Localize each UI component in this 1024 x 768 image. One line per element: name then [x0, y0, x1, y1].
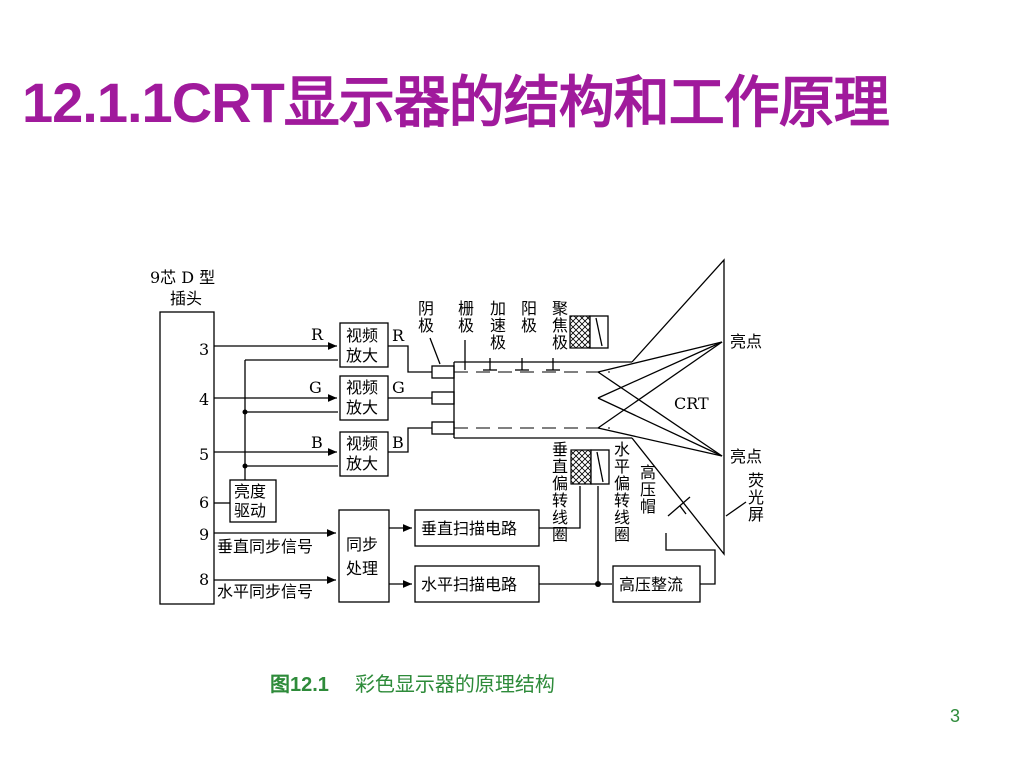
pin-4: 4: [199, 390, 209, 409]
brightness-drive-label-2: 驱动: [234, 501, 266, 520]
hv-rectifier-box: [612, 565, 701, 603]
pin-3: 3: [199, 340, 209, 359]
coil-hatch-bottom: [570, 449, 592, 485]
g-out-label: G: [392, 378, 405, 397]
electrode-grid-label: 栅极: [458, 299, 474, 335]
video-amp-g-label: 视频: [346, 378, 378, 397]
hsync-label: 水平同步信号: [217, 582, 313, 601]
video-amp-r-label: 视频: [346, 326, 378, 345]
cathode-g: [431, 391, 455, 405]
horizontal-scan-label: 水平扫描电路: [421, 575, 517, 594]
cathode-b: [431, 421, 455, 435]
sync-processing-box: [338, 509, 390, 603]
connector-block: [159, 311, 215, 605]
b-in-label: B: [311, 433, 323, 452]
pin-8: 8: [199, 570, 209, 589]
r-out-label: R: [392, 326, 405, 345]
video-amp-b-label-2: 放大: [346, 454, 378, 473]
video-amp-r-label-2: 放大: [346, 346, 378, 365]
pin-9: 9: [199, 525, 209, 544]
sync-processing-label: 同步: [346, 535, 378, 554]
vsync-label: 垂直同步信号: [217, 537, 313, 556]
r-in-label: R: [311, 325, 324, 344]
page-number: 3: [950, 706, 961, 726]
bright-spot-bottom: 亮点: [730, 447, 762, 466]
figure-caption-text: 彩色显示器的原理结构: [354, 672, 555, 696]
sync-processing-label-2: 处理: [346, 559, 378, 578]
crt-funnel: [631, 258, 725, 556]
video-amp-g-label-2: 放大: [346, 398, 378, 417]
connector-label: 9芯 D 型: [150, 268, 215, 287]
horizontal-scan-box: [414, 565, 540, 603]
electrode-focus-label: 聚焦极: [552, 299, 568, 352]
electrode-cathode-label: 阴极: [418, 299, 434, 335]
brightness-drive-box: [229, 479, 277, 523]
cathode-r: [431, 365, 455, 379]
video-amp-r: [339, 322, 389, 368]
pin-6: 6: [199, 493, 209, 512]
vertical-coil-label: 垂直偏转线圈: [552, 440, 568, 544]
vertical-scan-box: [414, 509, 540, 547]
brightness-drive-label: 亮度: [234, 482, 266, 501]
hv-rectifier-label: 高压整流: [619, 575, 683, 594]
b-out-label: B: [392, 433, 404, 452]
video-amp-g: [339, 375, 389, 421]
figure-caption: 图12.1 彩色显示器的原理结构: [270, 668, 555, 697]
hv-cap-label: 高压帽: [640, 463, 656, 516]
horizontal-coil-label: 水平偏转线圈: [614, 440, 630, 544]
electrode-anode-label: 阳极: [521, 299, 537, 335]
crt-label: CRT: [674, 394, 709, 413]
pin-5: 5: [199, 445, 209, 464]
video-amp-b: [339, 431, 389, 477]
electrode-accelerator-label: 加速极: [490, 299, 506, 352]
video-amp-b-label: 视频: [346, 434, 378, 453]
screen-label: 荧光屏: [748, 471, 764, 524]
vertical-scan-label: 垂直扫描电路: [421, 519, 517, 538]
page-title: 12.1.1CRT显示器的结构和工作原理: [22, 71, 890, 134]
connector-label-2: 插头: [170, 289, 202, 308]
figure-number: 图12.1: [270, 674, 329, 696]
bright-spot-top: 亮点: [730, 332, 762, 351]
coil-hatch-top: [569, 315, 591, 349]
g-in-label: G: [309, 378, 322, 397]
